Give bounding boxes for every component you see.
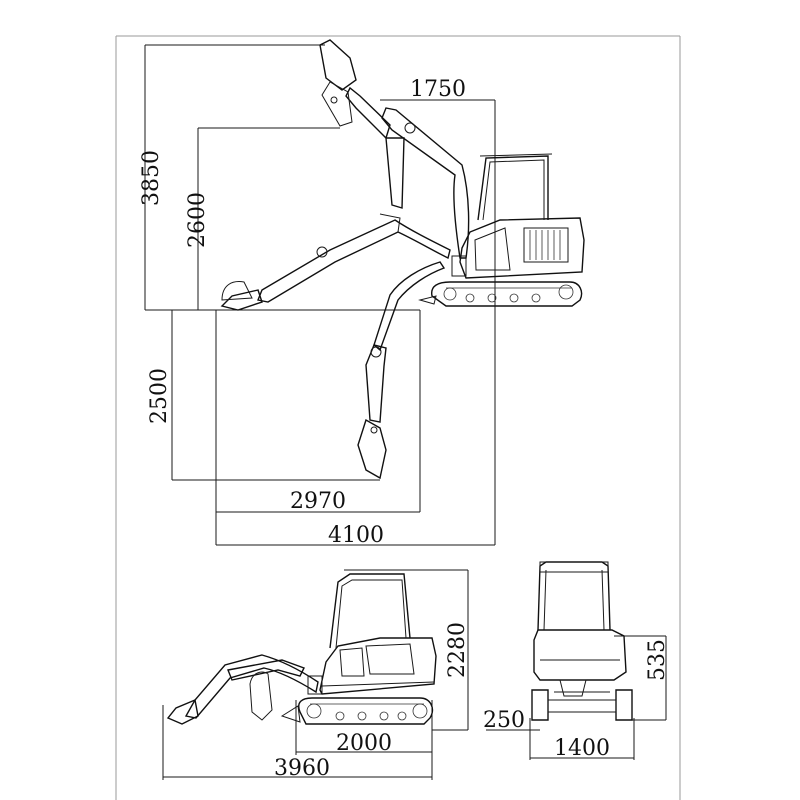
dim-overall-height: 2280 [445, 622, 470, 678]
dim-max-dig-height: 3850 [139, 150, 164, 206]
dim-max-reach: 4100 [328, 523, 384, 548]
front-view: 535 250 1400 [483, 561, 670, 761]
dim-track-shoe-width: 250 [483, 708, 525, 733]
dim-overall-length: 3960 [274, 756, 330, 781]
excavator-body-working [418, 153, 585, 307]
dim-max-vertical-wall-reach: 2970 [290, 489, 346, 514]
excavator-front [531, 561, 633, 721]
arm-position-reach [220, 213, 451, 311]
drawing-frame [115, 35, 681, 800]
dim-max-dump-height: 2600 [185, 192, 210, 248]
arm-position-deep [357, 261, 446, 480]
dim-overall-width: 1400 [554, 736, 610, 761]
front-view-dimension-lines [486, 635, 667, 760]
dim-ground-clearance: 535 [645, 639, 670, 681]
dim-max-dig-depth: 2500 [147, 368, 172, 424]
working-range-view: 3850 2600 1750 2500 2970 4100 [139, 39, 585, 548]
working-range-dimension-lines [144, 44, 496, 546]
side-view-dimension-lines [162, 569, 469, 780]
dim-track-length: 2000 [336, 731, 392, 756]
dim-min-swing-radius: 1750 [410, 77, 466, 102]
arm-position-high [319, 39, 470, 259]
excavator-side [166, 573, 437, 725]
side-view: 2280 2000 3960 [162, 569, 470, 781]
